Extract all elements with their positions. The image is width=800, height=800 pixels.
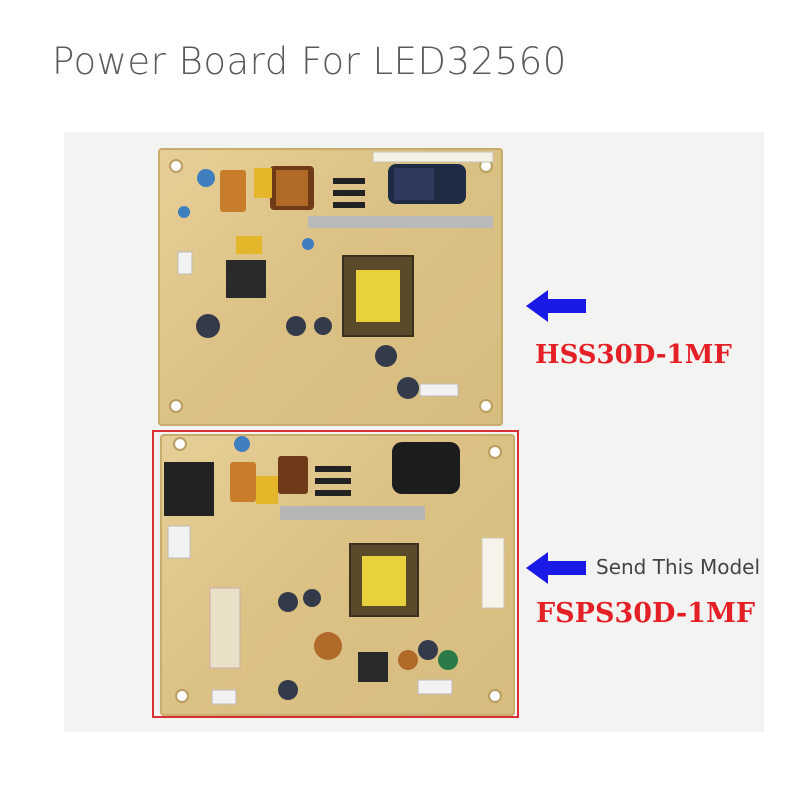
power-board-hss30d — [158, 148, 503, 426]
selected-board-frame — [152, 430, 519, 718]
board-components — [169, 151, 494, 413]
arrow-left-icon — [526, 552, 586, 584]
send-model-note: Send This Model — [596, 555, 761, 579]
model-label-fsps30d: FSPS30D-1MF — [536, 598, 756, 629]
model-label-hss30d: HSS30D-1MF — [535, 340, 732, 370]
arrow-left-icon — [526, 290, 586, 322]
board-components — [164, 436, 505, 705]
power-board-fsps30d — [160, 434, 515, 716]
page-title: Power Board For LED32560 — [52, 40, 567, 83]
